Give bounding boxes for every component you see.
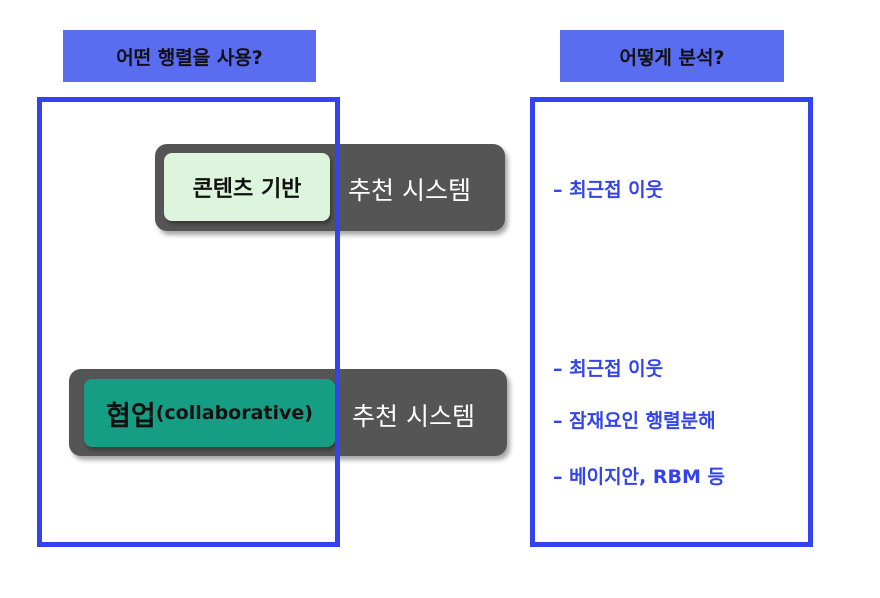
header-how-to-analyze: 어떻게 분석? <box>560 30 784 82</box>
analysis-method-frame <box>530 97 813 547</box>
method-item-nearest-neighbor-collab: – 최근접 이웃 <box>553 358 664 380</box>
header-which-matrix-label: 어떤 행렬을 사용? <box>116 46 263 69</box>
header-which-matrix: 어떤 행렬을 사용? <box>63 30 316 82</box>
collaborative-tag: 협업(collaborative) <box>84 379 335 447</box>
method-item-nearest-neighbor-content: – 최근접 이웃 <box>553 179 664 201</box>
method-item-bayesian-rbm: – 베이지안, RBM 등 <box>553 466 725 488</box>
collaborative-tag-sublabel: (collaborative) <box>155 402 313 424</box>
collaborative-tag-label: 협업 <box>106 400 156 432</box>
content-based-tag-label: 콘텐츠 기반 <box>192 177 302 202</box>
method-item-latent-factor: – 잠재요인 행렬분해 <box>553 410 716 432</box>
matrix-type-frame <box>37 97 340 547</box>
content-based-system-suffix: 추천 시스템 <box>348 176 471 205</box>
content-based-tag: 콘텐츠 기반 <box>164 153 330 221</box>
collaborative-system-suffix: 추천 시스템 <box>352 402 475 431</box>
header-how-to-analyze-label: 어떻게 분석? <box>619 46 725 69</box>
